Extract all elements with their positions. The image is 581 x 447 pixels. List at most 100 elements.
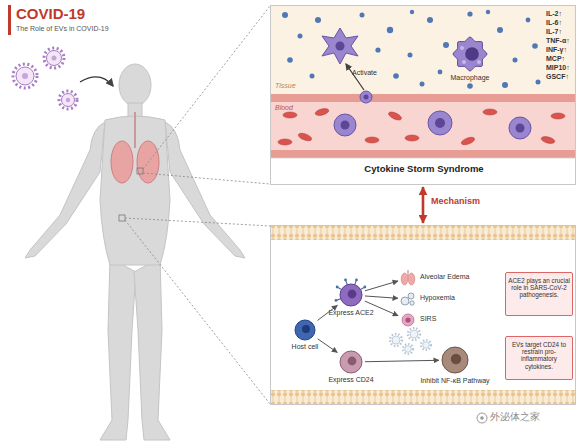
macrophage-cell-shape [452, 36, 488, 72]
leader-line [125, 218, 270, 226]
red-blood-cell [405, 135, 419, 141]
cytokine-label: IL-7↑ [546, 28, 578, 36]
lung [401, 273, 408, 285]
immune-cell [509, 117, 531, 139]
cytokine-label: IL-2↑ [546, 10, 578, 18]
subtitle: The Role of EVs in COVID-19 [16, 25, 176, 33]
nucleus [348, 290, 357, 299]
virus [62, 94, 75, 107]
human-figure [100, 258, 136, 440]
cytokine-label: TNF-α↑ [546, 37, 578, 45]
activated-cell [322, 28, 358, 64]
cytokine-label: MCP↑ [546, 55, 578, 63]
tissue-area [271, 6, 575, 94]
connector [365, 301, 398, 316]
cell-body [442, 347, 468, 373]
node-text: Express CD24 [319, 376, 383, 384]
region-label: Blood [275, 104, 315, 112]
cell-membrane [271, 226, 575, 404]
cytokine-label: IL-6↑ [546, 19, 578, 27]
trachea [408, 270, 409, 276]
extracellular-vesicle [408, 328, 420, 340]
cytokine-dot [360, 13, 365, 18]
cytokine-dot [420, 82, 425, 87]
immune-cell [341, 121, 350, 130]
leader-line [125, 6, 270, 404]
cytokine-dot [513, 58, 518, 63]
node-text: EVs target CD24 to restrain pro-inflamma… [508, 341, 570, 370]
arrow-label: Activate [352, 69, 392, 77]
extracellular-vesicle [410, 330, 418, 338]
immune-cell [364, 95, 369, 100]
connector [318, 305, 338, 320]
node-text: Alveolar Edema [420, 273, 490, 281]
vesicle [477, 60, 481, 64]
watermark-icon [477, 413, 487, 423]
cytokine-label: INF-γ↑ [546, 46, 578, 54]
bubble [408, 293, 414, 299]
cytokine-label: MIP10↑ [546, 64, 578, 72]
extracellular-vesicle [390, 328, 431, 354]
red-blood-cell [278, 107, 565, 146]
vesicle [460, 46, 464, 50]
nucleus [465, 47, 479, 61]
cytokine-dot [497, 27, 503, 33]
virus [66, 98, 70, 102]
cytokine-dot [486, 10, 490, 14]
nucleus [451, 354, 461, 364]
virus [52, 56, 57, 61]
nucleus [302, 325, 310, 333]
lungs [119, 215, 125, 221]
ace2-cell-shape [339, 283, 363, 307]
blood-vessel [271, 150, 575, 158]
target-cell: Inhibit NF-κB Pathway [441, 346, 469, 374]
immune-cell [516, 124, 525, 133]
extracellular-vesicle [390, 334, 402, 346]
cell-body [340, 284, 362, 306]
extracellular-vesicle [403, 344, 413, 354]
receptor [355, 281, 356, 285]
immune-cell [334, 91, 531, 139]
host-cell-shape [294, 319, 316, 341]
symptom-icon-shape [400, 291, 416, 307]
human-figure [119, 64, 151, 106]
lungs [134, 112, 136, 148]
cell-body [453, 37, 487, 71]
receptor [338, 288, 341, 290]
title-bar [8, 5, 11, 35]
human-figure [25, 64, 245, 440]
activated-cell [336, 42, 345, 51]
node-text: Express ACE2 [319, 309, 383, 317]
note-box: ACE2 plays an crucial role in SARS-CoV-2… [505, 272, 573, 316]
cytokine-dot [526, 18, 531, 23]
cytokine-dot [443, 42, 449, 48]
cd24-cell-shape [339, 350, 363, 374]
immune-cell [334, 114, 356, 136]
immune-cell [360, 91, 372, 103]
panel-box: Cytokine Storm SyndromeMacrophage [270, 5, 576, 185]
node-text: Macrophage [440, 74, 500, 82]
activate-arrow [346, 64, 364, 90]
virus [13, 64, 37, 88]
cytokine-dot [502, 82, 508, 88]
cytokine-dot [282, 12, 288, 18]
cytokine-dot [536, 80, 541, 85]
receptor [346, 281, 347, 285]
red-blood-cell [278, 139, 292, 145]
host-cell: Host cell [294, 319, 316, 341]
cytokine-dot [467, 83, 473, 89]
symptom-icon: Hypoxemia [400, 291, 416, 307]
receptor [344, 279, 347, 282]
bubble [401, 297, 409, 305]
cytokine-dot [408, 53, 413, 58]
watermark-icon [477, 413, 487, 423]
receptor [363, 286, 366, 289]
red-blood-cell [460, 136, 475, 146]
watermark-icon [480, 416, 484, 420]
vesicle [462, 60, 466, 64]
virus [16, 67, 34, 85]
cell-body [402, 314, 414, 326]
panel-box: Express ACE2Alveolar EdemaHypoxemiaSIRSA… [270, 225, 576, 405]
